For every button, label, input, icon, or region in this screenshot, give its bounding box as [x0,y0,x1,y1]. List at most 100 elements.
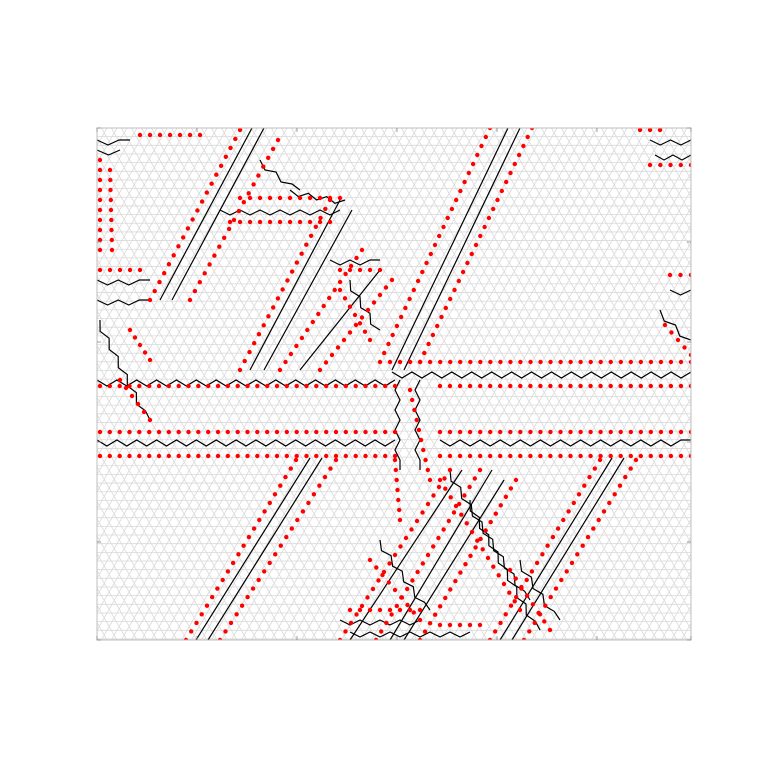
marker-dot [389,612,393,616]
marker-dot [504,180,508,184]
marker-dot [540,552,544,556]
marker-dot [338,280,342,284]
marker-dot [252,341,256,345]
marker-dot [273,552,277,556]
marker-dot [186,384,190,388]
marker-dot [236,454,240,458]
marker-dot [679,360,683,364]
marker-dot [431,493,435,497]
marker-dot [289,352,293,356]
marker-dot [518,608,522,612]
marker-dot [484,528,488,532]
marker-dot [421,448,425,452]
marker-dot [535,561,539,565]
marker-dot [305,328,309,332]
marker-dot [438,454,442,458]
marker-dot [462,493,466,497]
marker-dot [491,207,495,211]
marker-dot [266,156,270,160]
marker-dot [98,208,102,212]
marker-dot [262,509,266,513]
marker-dot [344,430,348,434]
marker-dot [545,544,549,548]
marker-dot [384,285,388,289]
marker-dot [559,578,563,582]
marker-dot [348,608,352,612]
marker-dot [236,430,240,434]
marker-dot [659,430,663,434]
marker-dot [284,535,288,539]
marker-dot [497,573,501,577]
marker-dot [344,454,348,458]
marker-dot [232,218,236,222]
marker-dot [399,595,403,599]
marker-dot [289,466,293,470]
marker-dot [448,384,452,388]
marker-dot [586,535,590,539]
marker-dot [459,513,463,517]
marker-dot [205,190,209,194]
marker-dot [109,218,113,222]
marker-dot [256,173,260,177]
marker-dot [478,430,482,434]
marker-dot [275,430,279,434]
marker-dot [190,217,194,221]
marker-dot [500,189,504,193]
marker-dot [453,579,457,583]
marker-dot [478,468,482,472]
marker-dot [138,133,142,137]
marker-dot [659,454,663,458]
marker-dot [542,619,546,623]
marker-dot [649,430,653,434]
marker-dot [236,552,240,556]
marker-dot [428,621,432,625]
marker-dot [415,570,419,574]
marker-dot [206,384,210,388]
marker-dot [336,345,340,349]
marker-dot [504,495,508,499]
marker-dot [226,569,230,573]
marker-dot [324,454,328,458]
marker-dot [538,454,542,458]
marker-dot [98,238,102,242]
marker-dot [167,430,171,434]
marker-dot [308,196,312,200]
marker-dot [118,454,122,458]
marker-dot [383,430,387,434]
marker-dot [467,171,471,175]
marker-dot [167,384,171,388]
marker-dot [468,384,472,388]
marker-dot [268,220,272,224]
marker-dot [334,458,338,462]
marker-dot [231,561,235,565]
marker-dot [143,350,147,354]
marker-dot [214,173,218,177]
marker-dot [478,234,482,238]
marker-dot [238,196,242,200]
marker-dot [324,430,328,434]
marker-dot [271,147,275,151]
marker-dot [304,454,308,458]
marker-dot [265,430,269,434]
marker-dot [538,430,542,434]
marker-dot [517,153,521,157]
marker-dot [482,225,486,229]
marker-dot [245,384,249,388]
marker-dot [290,526,294,530]
marker-dot [98,198,102,202]
marker-dot [279,544,283,548]
marker-dot [528,454,532,458]
marker-dot [229,621,233,625]
marker-dot [659,360,663,364]
marker-dot [378,360,382,364]
marker-dot [648,163,652,167]
marker-dot [147,430,151,434]
marker-dot [514,595,518,599]
marker-dot [210,595,214,599]
marker-dot [236,384,240,388]
marker-dot [607,501,611,505]
marker-dot [219,164,223,168]
marker-dot [409,527,413,531]
marker-dot [222,236,226,240]
marker-dot [358,608,362,612]
